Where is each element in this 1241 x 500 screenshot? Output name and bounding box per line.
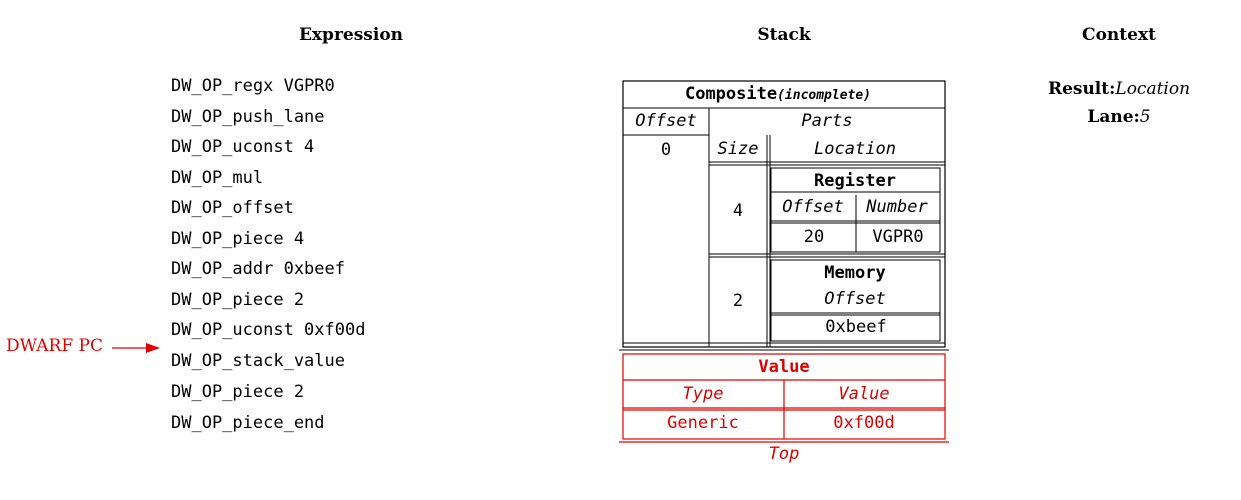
expression-op: DW_OP_piece 2 bbox=[171, 290, 305, 310]
stack-header: Stack bbox=[757, 25, 811, 45]
context-header: Context bbox=[1082, 25, 1156, 45]
value-title: Value bbox=[758, 357, 809, 377]
part-size: 4 bbox=[733, 201, 743, 221]
expression-op: DW_OP_offset bbox=[171, 198, 294, 218]
expression-op: DW_OP_regx VGPR0 bbox=[171, 76, 335, 96]
context-result-value: Location bbox=[1115, 79, 1191, 99]
stack-diagram: Composite(incomplete) Offset Parts 0 Siz… bbox=[619, 80, 949, 464]
composite-box bbox=[622, 80, 946, 348]
context-result-label: Result: bbox=[1047, 79, 1116, 99]
register-number-header: Number bbox=[865, 197, 928, 217]
value-value: 0xf00d bbox=[833, 413, 894, 433]
expression-op: DW_OP_uconst 4 bbox=[171, 137, 315, 157]
dwarf-pc-arrow-icon bbox=[112, 343, 160, 353]
memory-offset-value: 0xbeef bbox=[825, 317, 886, 337]
memory-offset-header: Offset bbox=[824, 289, 885, 309]
memory-box bbox=[770, 259, 941, 342]
composite-offset-value: 0 bbox=[661, 140, 671, 160]
expression-op: DW_OP_addr 0xbeef bbox=[171, 259, 345, 279]
expression-op: DW_OP_push_lane bbox=[171, 107, 325, 127]
register-title: Register bbox=[814, 171, 896, 191]
expression-op: DW_OP_piece 2 bbox=[171, 382, 305, 402]
memory-title: Memory bbox=[824, 263, 885, 283]
value-value-header: Value bbox=[838, 384, 889, 404]
register-offset-value: 20 bbox=[804, 227, 824, 247]
part-size: 2 bbox=[733, 291, 743, 311]
expression-op: DW_OP_mul bbox=[171, 168, 264, 188]
context-lane-label: Lane: bbox=[1087, 107, 1140, 127]
expression-op: DW_OP_piece 4 bbox=[171, 229, 305, 249]
composite-parts-header: Parts bbox=[801, 111, 852, 131]
composite-title: Composite(incomplete) bbox=[685, 84, 871, 104]
dwarf-pc-label: DWARF PC bbox=[6, 336, 103, 356]
parts-location-header: Location bbox=[814, 139, 896, 159]
expression-op: DW_OP_stack_value bbox=[171, 351, 345, 371]
composite-offset-header: Offset bbox=[635, 111, 696, 131]
context-lane: Lane:5 bbox=[999, 106, 1239, 128]
stack-top-label: Top bbox=[769, 444, 800, 464]
value-type-header: Type bbox=[683, 384, 724, 404]
register-number-value: VGPR0 bbox=[872, 227, 923, 247]
expression-header: Expression bbox=[298, 25, 404, 45]
context-result: Result:Location bbox=[999, 78, 1239, 100]
register-offset-header: Offset bbox=[782, 197, 843, 217]
context-lane-value: 5 bbox=[1139, 107, 1151, 127]
expression-op: DW_OP_piece_end bbox=[171, 413, 325, 433]
expression-op: DW_OP_uconst 0xf00d bbox=[171, 320, 366, 340]
parts-size-header: Size bbox=[718, 139, 759, 159]
value-type: Generic bbox=[667, 413, 739, 433]
